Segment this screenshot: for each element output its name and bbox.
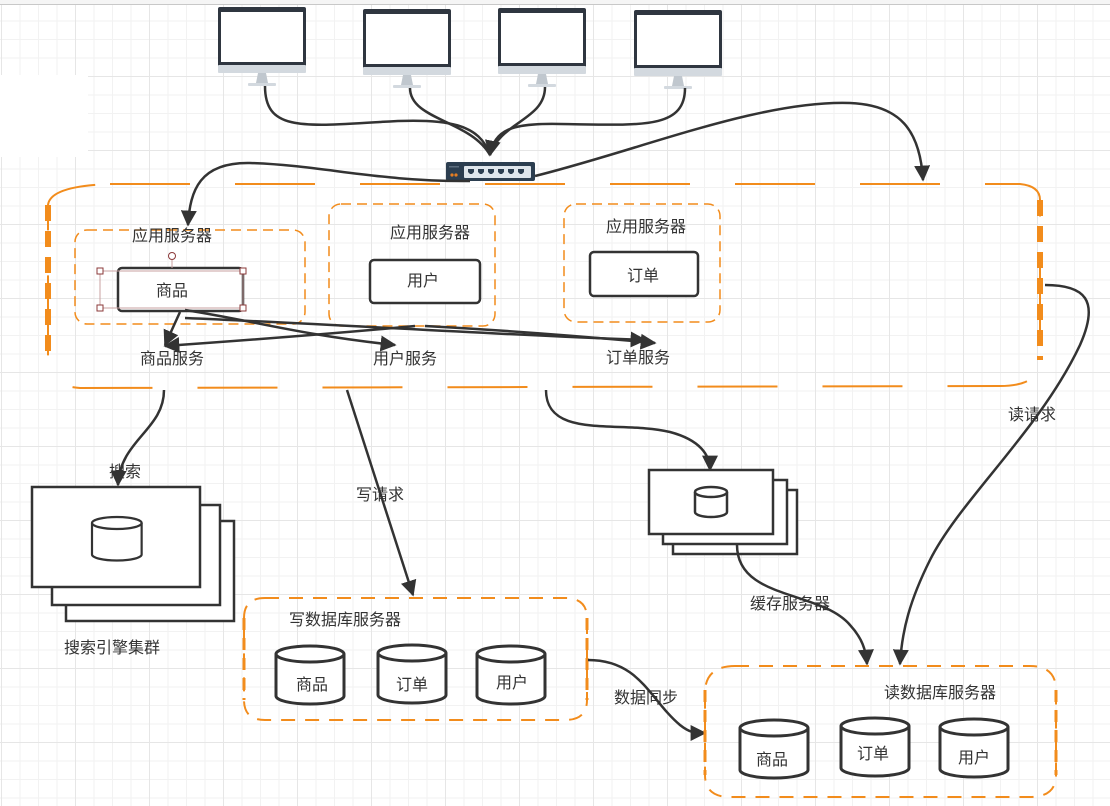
database-icon: [90, 515, 143, 562]
module-label-order: 订单: [626, 266, 660, 285]
read-db-title: 读数据库服务器: [883, 683, 997, 702]
client-monitor-2[interactable]: [363, 9, 451, 88]
cache-to-read-db-connector[interactable]: [735, 544, 874, 666]
module-label-user: 用户: [406, 271, 440, 290]
read-db-server-box[interactable]: [703, 665, 1058, 798]
app-server-box-1[interactable]: [74, 229, 306, 325]
client-monitor-1[interactable]: [218, 7, 306, 86]
database-icon: [693, 485, 729, 519]
resize-handle[interactable]: [96, 267, 104, 275]
read-db-label-order: 订单: [856, 744, 890, 763]
client-connectors[interactable]: [263, 85, 687, 157]
app-server-title-1: 应用服务器: [131, 226, 213, 245]
monitor-icon: [218, 7, 306, 86]
read-request-connector[interactable]: [892, 283, 1091, 666]
data-sync-connector[interactable]: [587, 658, 707, 741]
service-label-product: 商品服务: [139, 349, 205, 368]
service-label-user: 用户服务: [372, 349, 438, 368]
client-monitor-3[interactable]: [498, 8, 586, 87]
network-switch[interactable]: [446, 162, 535, 181]
write-db-label-product: 商品: [295, 675, 329, 694]
rotate-handle[interactable]: [168, 252, 176, 260]
write-db-server-box[interactable]: [242, 597, 589, 721]
search-engine-cluster[interactable]: [30, 485, 236, 623]
read-request-label: 读请求: [1007, 405, 1057, 424]
resize-handle[interactable]: [96, 304, 104, 312]
module-box-user[interactable]: [368, 258, 482, 305]
search-cluster-label: 搜索引擎集群: [63, 638, 161, 657]
service-connectors[interactable]: [163, 308, 657, 353]
cache-connector[interactable]: [544, 389, 718, 472]
cache-server-label: 缓存服务器: [749, 594, 831, 613]
cache-server-stack[interactable]: [647, 468, 799, 556]
client-monitor-4[interactable]: [634, 10, 722, 89]
write-request-connector[interactable]: [345, 389, 417, 597]
read-db-label-product: 商品: [755, 750, 789, 769]
monitor-icon: [498, 8, 586, 87]
write-db-title: 写数据库服务器: [288, 610, 402, 629]
app-cluster-container[interactable]: [45, 183, 1043, 390]
app-server-box-2[interactable]: [328, 203, 496, 327]
switch-to-cluster-right-connector[interactable]: [534, 101, 931, 182]
search-connector[interactable]: [110, 389, 166, 487]
canvas-top-ruler: [0, 0, 1110, 5]
app-server-title-2: 应用服务器: [389, 223, 471, 242]
canvas-blank-area: [0, 75, 88, 157]
switch-to-app-server-1-connector[interactable]: [180, 161, 471, 227]
monitor-icon: [634, 10, 722, 89]
network-switch-icon: [446, 162, 535, 181]
write-db-label-order: 订单: [395, 675, 429, 694]
read-db-label-user: 用户: [957, 748, 991, 767]
app-server-title-3: 应用服务器: [605, 217, 687, 236]
write-db-label-user: 用户: [495, 673, 529, 692]
service-label-order: 订单服务: [605, 348, 671, 367]
selection-handles[interactable]: [96, 252, 247, 312]
search-edge-label: 搜索: [108, 462, 142, 481]
resize-handle[interactable]: [239, 304, 247, 312]
monitor-icon: [363, 9, 451, 88]
write-request-label: 写请求: [355, 485, 405, 504]
module-box-order[interactable]: [588, 250, 700, 298]
module-label-product: 商品: [155, 281, 189, 300]
data-sync-label: 数据同步: [613, 688, 679, 707]
app-server-box-3[interactable]: [563, 203, 721, 323]
resize-handle[interactable]: [239, 267, 247, 275]
